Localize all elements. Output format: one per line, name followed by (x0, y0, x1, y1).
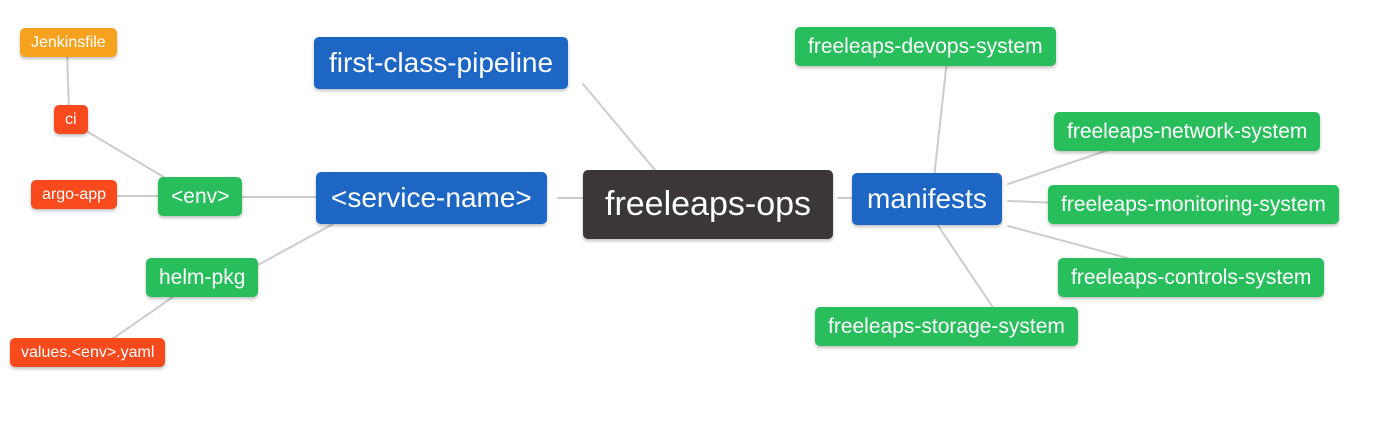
node-freeleaps-ops[interactable]: freeleaps-ops (583, 170, 834, 239)
node-freeleaps-controls-system[interactable]: freeleaps-controls-system (1058, 258, 1325, 298)
edge-ci-env (77, 125, 173, 183)
edge-manifests-controls-system (1007, 225, 1143, 263)
node-freeleaps-devops-system[interactable]: freeleaps-devops-system (795, 27, 1056, 67)
edge-manifests-network-system (1007, 145, 1121, 185)
edge-jenkinsfile-ci (66, 49, 70, 113)
node-ci[interactable]: ci (54, 105, 88, 135)
node-first-class-pipeline[interactable]: first-class-pipeline (314, 37, 569, 89)
node-values-env-yaml[interactable]: values.<env>.yaml (10, 338, 166, 368)
node-service-name[interactable]: <service-name> (316, 172, 547, 224)
edge-values-helm-pkg (107, 291, 181, 343)
node-argo-app[interactable]: argo-app (31, 180, 118, 210)
node-freeleaps-storage-system[interactable]: freeleaps-storage-system (815, 307, 1078, 347)
node-manifests[interactable]: manifests (852, 173, 1002, 225)
node-freeleaps-network-system[interactable]: freeleaps-network-system (1054, 112, 1321, 152)
node-helm-pkg[interactable]: helm-pkg (146, 258, 259, 298)
edge-manifests-devops-system (933, 59, 948, 179)
node-env[interactable]: <env> (158, 177, 243, 217)
edge-first-class-pipeline-root (582, 83, 661, 177)
edge-manifests-storage-system (936, 223, 997, 313)
node-jenkinsfile[interactable]: Jenkinsfile (20, 28, 117, 58)
node-freeleaps-monitoring-system[interactable]: freeleaps-monitoring-system (1048, 185, 1339, 225)
